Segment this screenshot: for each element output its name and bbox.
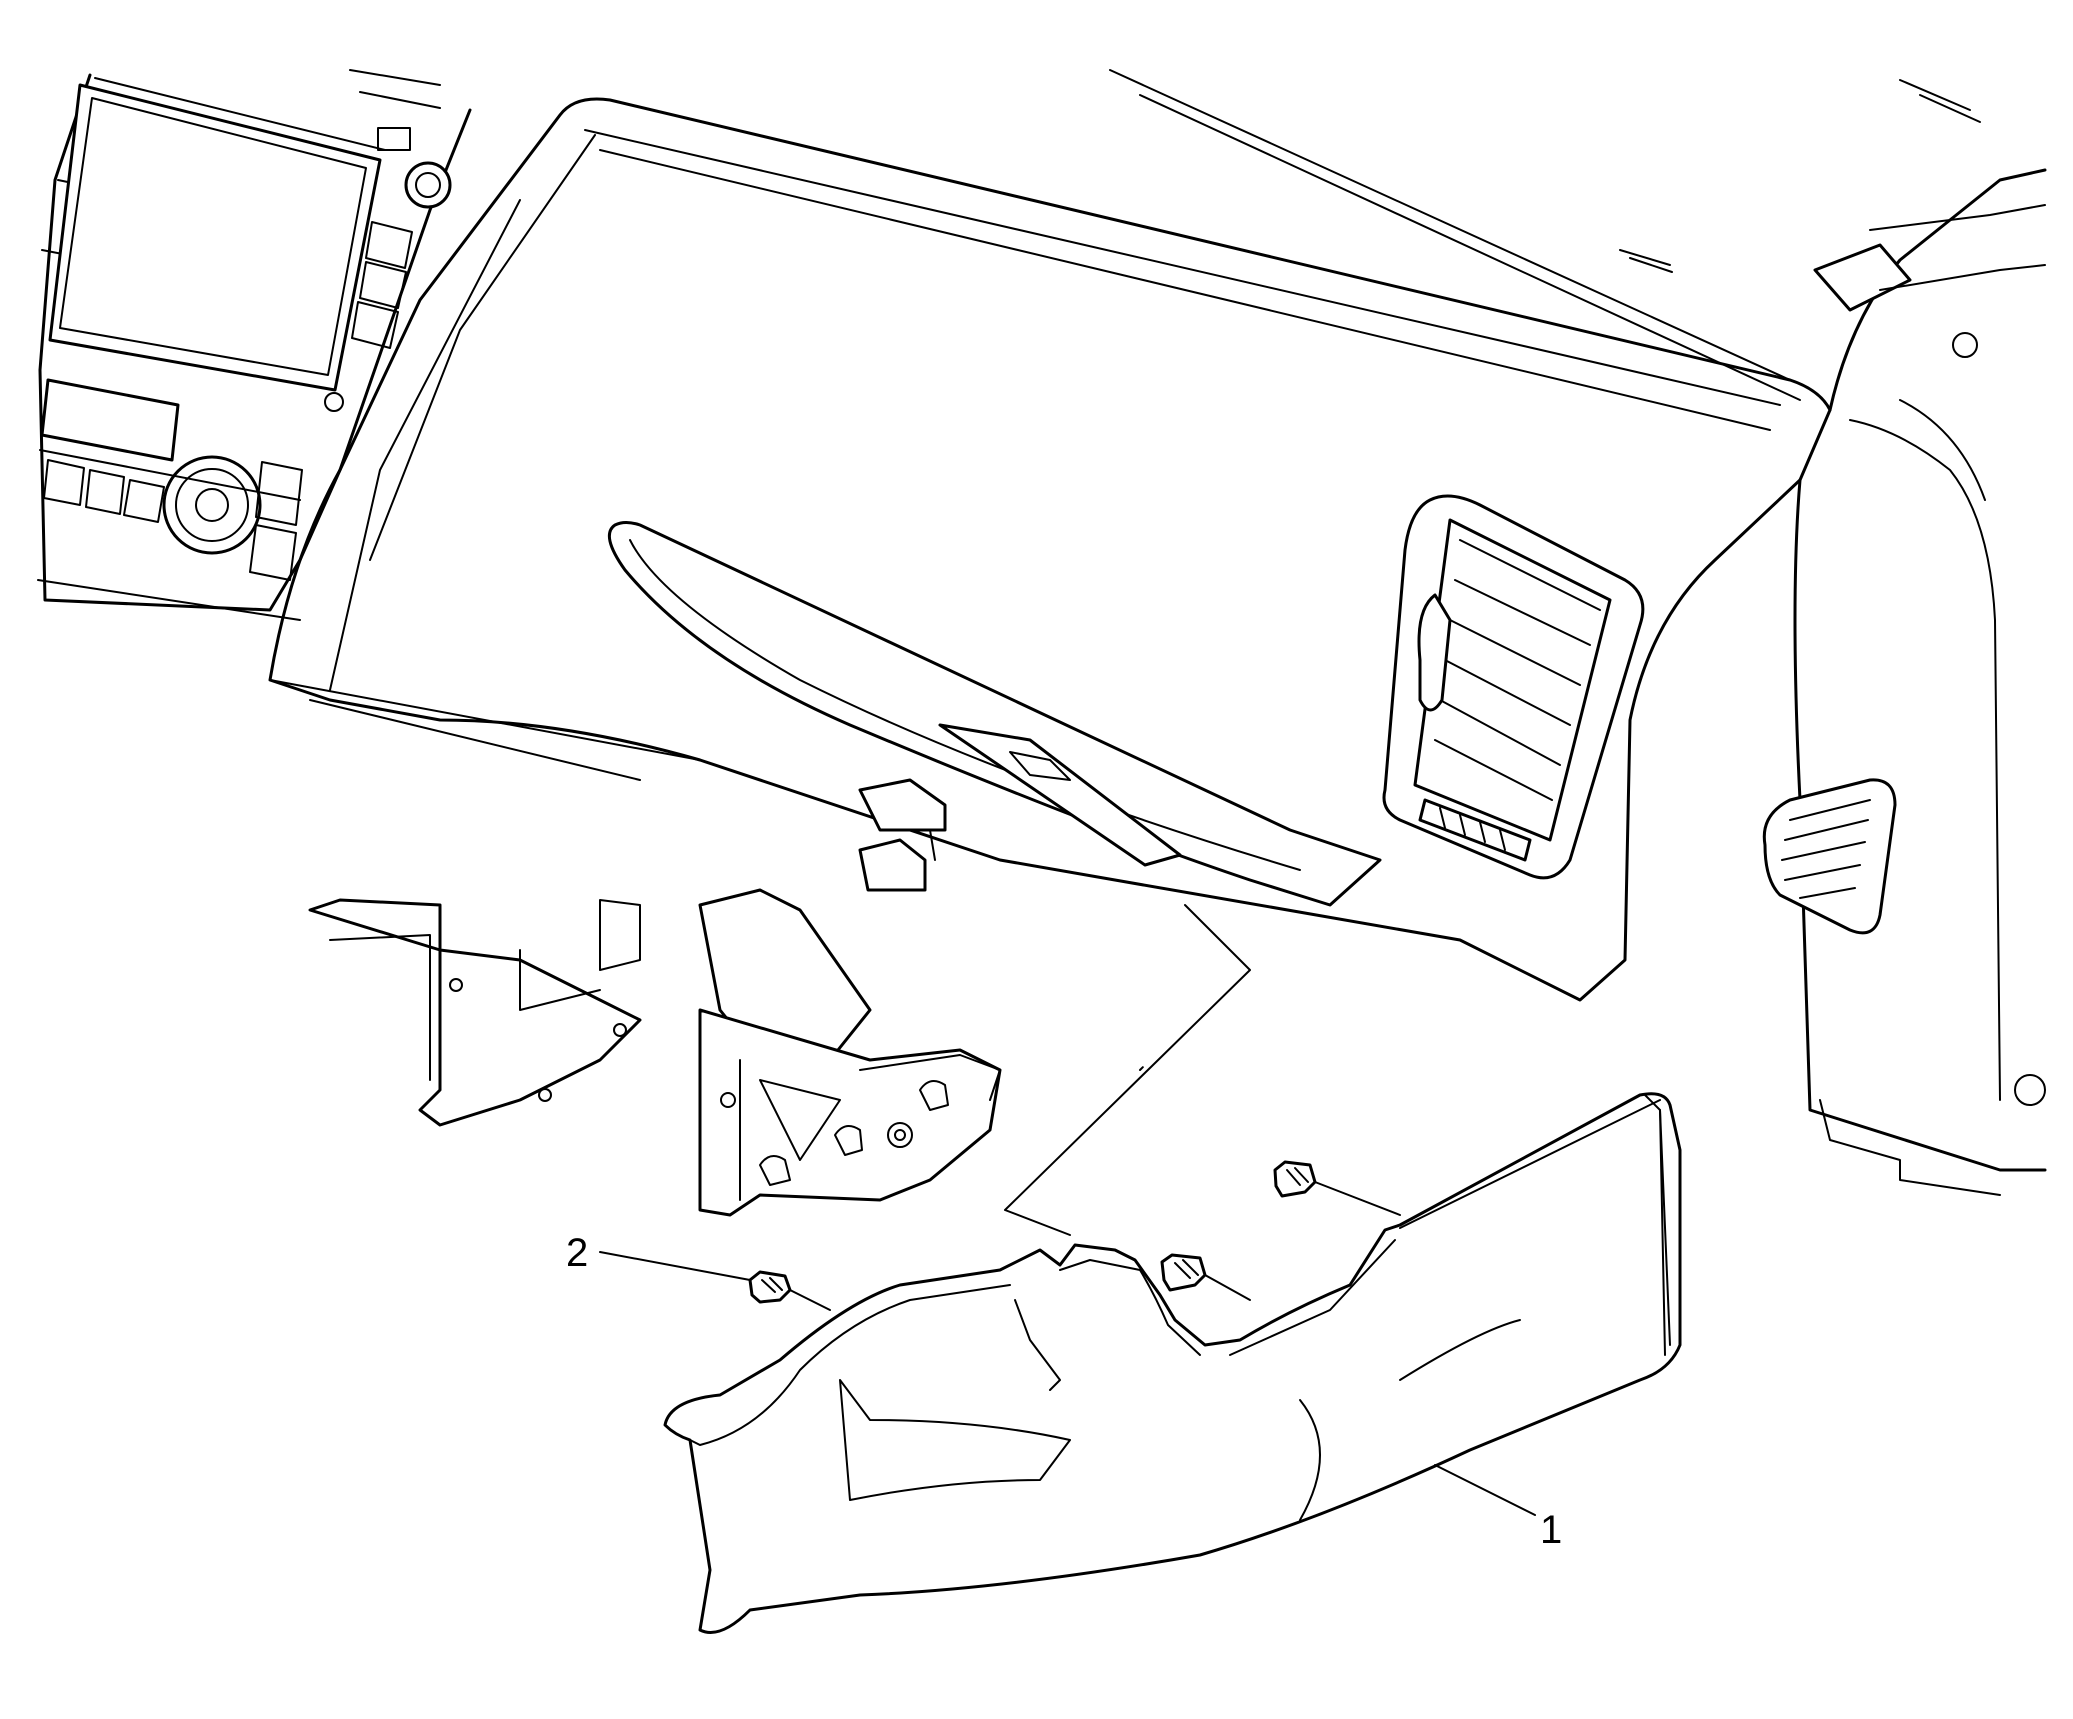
- retainer-clip-center: [1160, 1253, 1251, 1301]
- glove-box: [607, 521, 1382, 907]
- lower-brackets: [308, 778, 1002, 1217]
- callout-2: 2: [566, 1231, 751, 1281]
- knee-bolster-panel: [663, 1092, 1682, 1634]
- retainer-clip-right: [1273, 1160, 1401, 1216]
- passenger-air-vent: [1382, 494, 1645, 880]
- callout-2-label: 2: [566, 1231, 588, 1275]
- retainer-clips: [748, 1160, 1401, 1311]
- dash-top: [349, 69, 1981, 401]
- retainer-clip-left: [748, 1270, 831, 1311]
- callout-1: 1: [1434, 1464, 1562, 1552]
- radio-center-stack: [37, 73, 472, 621]
- instrument-panel: [268, 97, 1832, 1002]
- alignment-line: [1004, 904, 1251, 1236]
- right-end-cap: [1762, 168, 2047, 1196]
- callout-1-label: 1: [1540, 1508, 1562, 1552]
